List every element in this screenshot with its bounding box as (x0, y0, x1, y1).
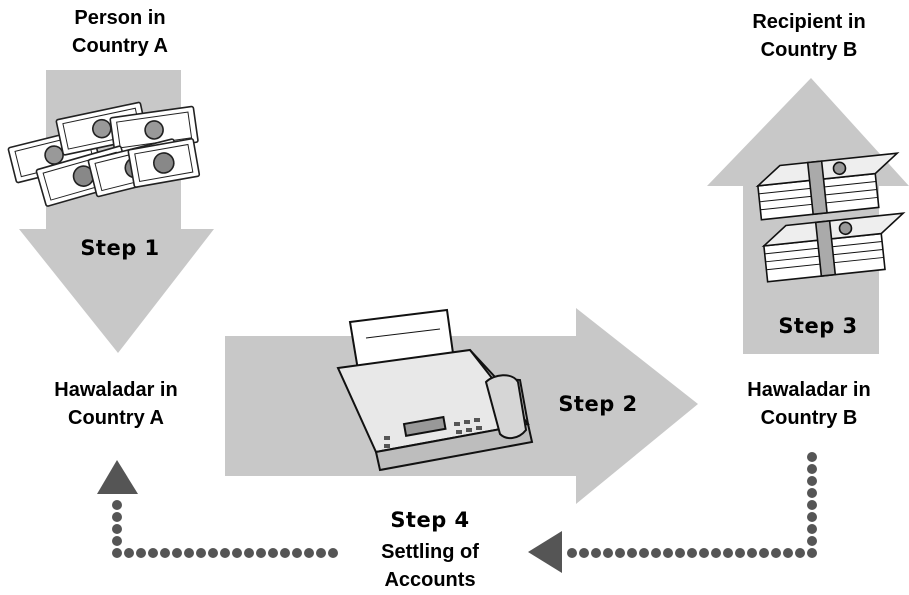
step4-dotted-return-arrow (97, 452, 817, 573)
step4-dot (232, 548, 242, 558)
step4-dot (675, 548, 685, 558)
step4-dot (112, 512, 122, 522)
step4-dot (172, 548, 182, 558)
fax-machine-icon (336, 308, 534, 472)
step4-caption-line1: Settling of (381, 541, 479, 563)
step4-dot (759, 548, 769, 558)
step4-dot (807, 512, 817, 522)
step4-dot (603, 548, 613, 558)
step4-dot (663, 548, 673, 558)
step4-dot (292, 548, 302, 558)
step4-dot (807, 524, 817, 534)
step4-dot (567, 548, 577, 558)
step4-dot (807, 476, 817, 486)
step4-dot (280, 548, 290, 558)
step4-dot (747, 548, 757, 558)
step4-dot (591, 548, 601, 558)
step4-dot (208, 548, 218, 558)
node-recipient-country-b: Recipient in Country B (714, 8, 904, 64)
step4-dot (807, 464, 817, 474)
step4-caption: Settling of Accounts (340, 538, 520, 594)
step4-dot (711, 548, 721, 558)
step4-dot (304, 548, 314, 558)
node-person-line2: Country A (72, 35, 168, 57)
step4-dot (807, 548, 817, 558)
step4-dot (112, 548, 122, 558)
step4-dot (723, 548, 733, 558)
node-person-country-a: Person in Country A (30, 4, 210, 60)
node-hawaladar-b-line2: Country B (760, 407, 858, 429)
node-hawaladar-country-b: Hawaladar in Country B (714, 376, 904, 432)
step4-dot (136, 548, 146, 558)
step4-dot (579, 548, 589, 558)
step4-dot (160, 548, 170, 558)
step4-dot (651, 548, 661, 558)
step4-dot (771, 548, 781, 558)
step4-dot (807, 452, 817, 462)
banknotes-icon (7, 101, 201, 207)
node-hawaladar-a-line1: Hawaladar in (54, 379, 178, 401)
step4-dot (112, 536, 122, 546)
step4-dot (807, 488, 817, 498)
node-person-line1: Person in (74, 7, 166, 29)
step4-dot (328, 548, 338, 558)
node-recipient-line2: Country B (760, 39, 858, 61)
step4-dot (124, 548, 134, 558)
step4-dot (256, 548, 266, 558)
step2-label: Step 2 (558, 392, 638, 416)
step4-dot (148, 548, 158, 558)
step4-dot (627, 548, 637, 558)
step4-dot (112, 524, 122, 534)
step4-dot (735, 548, 745, 558)
node-hawaladar-country-a: Hawaladar in Country A (26, 376, 206, 432)
step4-dot (687, 548, 697, 558)
step4-dot (783, 548, 793, 558)
step4-dot (639, 548, 649, 558)
step4-left-arrowhead (528, 531, 562, 573)
step4-dot (807, 536, 817, 546)
step3-label: Step 3 (778, 314, 858, 338)
money-stacks-icon (755, 152, 906, 283)
step3-up-arrow (707, 78, 909, 354)
step4-dot (196, 548, 206, 558)
step4-dot (184, 548, 194, 558)
step4-dot (795, 548, 805, 558)
step1-label: Step 1 (80, 236, 160, 260)
step4-dot (615, 548, 625, 558)
step4-dot (112, 500, 122, 510)
step4-dot (244, 548, 254, 558)
node-hawaladar-a-line2: Country A (68, 407, 164, 429)
step4-label: Step 4 (390, 508, 470, 532)
step4-dot (268, 548, 278, 558)
step4-up-arrowhead (97, 460, 138, 494)
step4-caption-line2: Accounts (384, 569, 476, 591)
step4-dot (699, 548, 709, 558)
step4-dot (220, 548, 230, 558)
node-hawaladar-b-line1: Hawaladar in (747, 379, 871, 401)
step4-dot (316, 548, 326, 558)
node-recipient-line1: Recipient in (752, 11, 866, 33)
step4-dot (807, 500, 817, 510)
